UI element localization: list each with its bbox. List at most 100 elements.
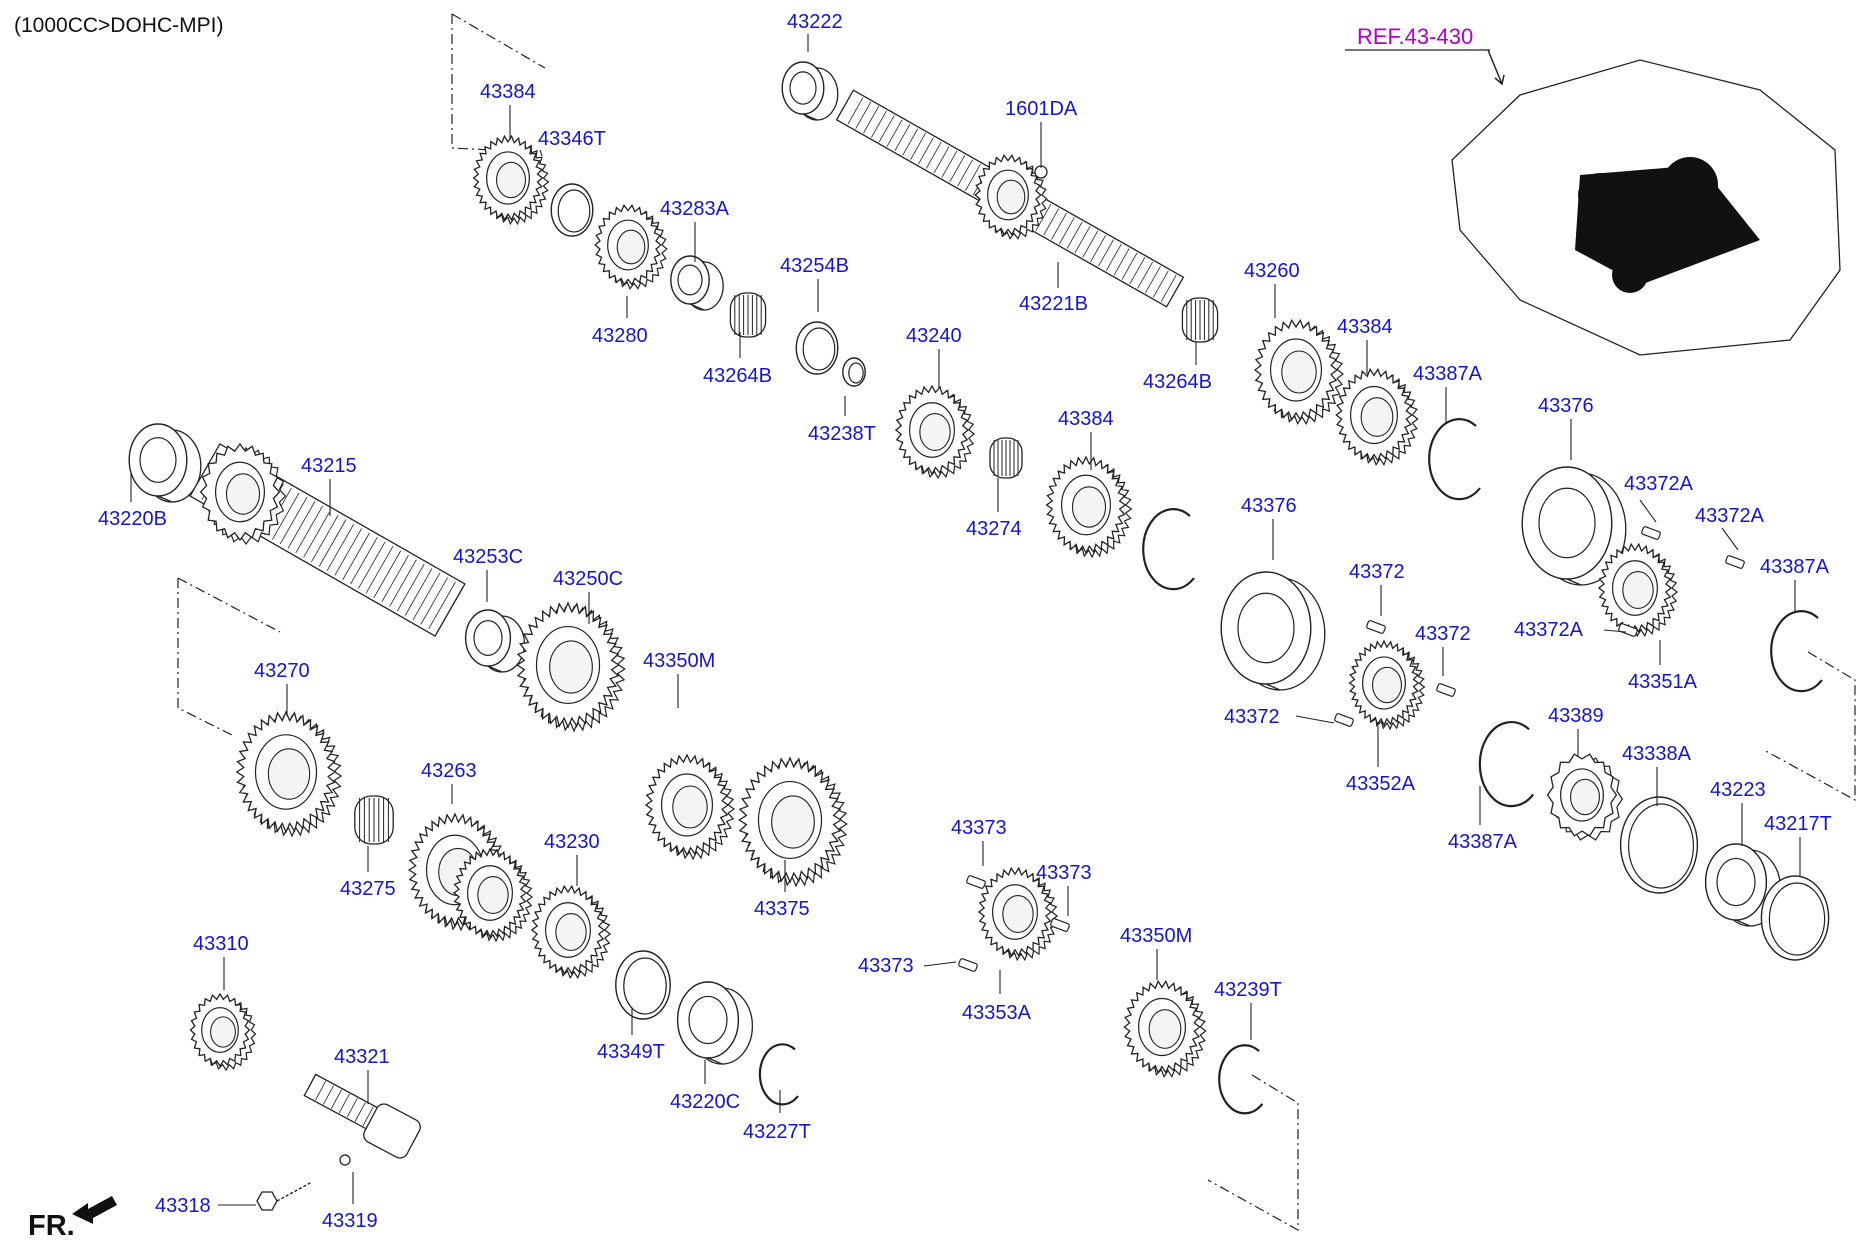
part-label-43350m[interactable]: 43350M: [1120, 925, 1192, 947]
part-label-43372a[interactable]: 43372A: [1514, 619, 1584, 641]
part-label-43353a[interactable]: 43353A: [962, 1002, 1032, 1024]
washer-43349t: [615, 950, 671, 1020]
thrust-washer-43254b: [795, 321, 839, 375]
leader-lines: [130, 34, 1801, 1206]
key-43372a-a: [1641, 526, 1661, 540]
part-label-43387a[interactable]: 43387A: [1448, 831, 1518, 853]
part-label-43376[interactable]: 43376: [1241, 495, 1297, 517]
dash-guide-mid-2: [177, 577, 281, 633]
gear-43260: [1253, 318, 1344, 426]
shim-43338a: [1619, 796, 1699, 894]
part-label-43372[interactable]: 43372: [1415, 623, 1471, 645]
key-43373-b: [1050, 918, 1070, 932]
part-label-43373[interactable]: 43373: [858, 955, 914, 977]
component-drawings: [72, 13, 1856, 1232]
part-label-43384[interactable]: 43384: [1337, 316, 1393, 338]
part-label-43239t[interactable]: 43239T: [1214, 979, 1282, 1001]
part-label-43338a[interactable]: 43338A: [1622, 743, 1692, 765]
gear-43240: [894, 384, 976, 480]
dash-guide-mid: [177, 578, 233, 736]
gear-43270: [235, 710, 343, 838]
bearing-43222: [781, 61, 839, 121]
part-label-43384[interactable]: 43384: [480, 81, 536, 103]
part-label-43387a[interactable]: 43387A: [1413, 363, 1483, 385]
synchro-ring-43384-b: [1045, 455, 1133, 559]
gear-43375: [737, 756, 848, 888]
part-label-43372a[interactable]: 43372A: [1624, 473, 1694, 495]
synchro-ring-43350m-a: [644, 753, 736, 861]
part-label-43221b[interactable]: 43221B: [1019, 293, 1088, 315]
part-label-43389[interactable]: 43389: [1548, 705, 1604, 727]
front-direction-label: FR.: [28, 1210, 75, 1242]
hub-43353a: [977, 866, 1059, 962]
part-label-43310[interactable]: 43310: [193, 933, 249, 955]
part-label-43351a[interactable]: 43351A: [1628, 671, 1698, 693]
part-label-43372[interactable]: 43372: [1349, 561, 1405, 583]
dash-guide-right: [1763, 651, 1856, 802]
part-label-43264b[interactable]: 43264B: [1143, 371, 1212, 393]
collar-43283a: [670, 255, 724, 311]
part-label-43318[interactable]: 43318: [155, 1195, 211, 1217]
snap-ring-43387a-a: [1142, 508, 1195, 591]
part-label-43227t[interactable]: 43227T: [743, 1121, 811, 1143]
part-label-43373[interactable]: 43373: [1036, 862, 1092, 884]
dash-guide-top-2: [451, 13, 546, 69]
part-label-43220b[interactable]: 43220B: [98, 508, 167, 530]
washer-43217t: [1760, 875, 1830, 961]
key-43372-c: [1334, 713, 1354, 727]
leader-43346t: [539, 149, 543, 157]
part-label-43270[interactable]: 43270: [254, 660, 310, 682]
part-label-43274[interactable]: 43274: [966, 518, 1022, 540]
part-label-43384[interactable]: 43384: [1058, 408, 1114, 430]
bolt-43318-thread: [276, 1181, 313, 1202]
part-label-43350m[interactable]: 43350M: [643, 650, 715, 672]
part-label-43223[interactable]: 43223: [1710, 779, 1766, 801]
part-label-43222[interactable]: 43222: [787, 11, 843, 33]
key-43372-a: [1366, 620, 1386, 634]
part-label-43238t[interactable]: 43238T: [808, 423, 876, 445]
shaft-43321-end: [363, 1103, 421, 1159]
part-label-43250c[interactable]: 43250C: [553, 568, 623, 590]
part-label-43253c[interactable]: 43253C: [453, 546, 523, 568]
part-label-43387a[interactable]: 43387A: [1760, 556, 1830, 578]
needle-bearing-43274: [989, 437, 1023, 479]
part-label-43220c[interactable]: 43220C: [670, 1091, 740, 1113]
part-label-43264b[interactable]: 43264B: [703, 365, 772, 387]
gear-43230: [530, 884, 612, 980]
part-label-43375[interactable]: 43375: [754, 898, 810, 920]
reference-link[interactable]: REF.43-430: [1357, 24, 1474, 49]
front-direction-arrow: [72, 1196, 117, 1224]
part-label-43283a[interactable]: 43283A: [660, 198, 730, 220]
key-43372a-b: [1725, 555, 1745, 569]
part-label-43372a[interactable]: 43372A: [1695, 505, 1765, 527]
gear-43310: [189, 992, 257, 1072]
part-label-43349t[interactable]: 43349T: [597, 1041, 665, 1063]
part-label-43240[interactable]: 43240: [906, 325, 962, 347]
part-label-43215[interactable]: 43215: [301, 455, 357, 477]
key-43373-c: [958, 958, 978, 972]
part-label-43352a[interactable]: 43352A: [1346, 773, 1416, 795]
part-label-43376[interactable]: 43376: [1538, 395, 1594, 417]
part-label-1601da[interactable]: 1601DA: [1005, 98, 1078, 120]
gear-43263-b: [452, 847, 534, 943]
part-label-43217t[interactable]: 43217T: [1764, 813, 1832, 835]
part-label-43319[interactable]: 43319: [322, 1210, 378, 1232]
dash-guide-top: [451, 14, 493, 151]
part-label-43280[interactable]: 43280: [592, 325, 648, 347]
key-43372-b: [1436, 683, 1456, 697]
part-label-43275[interactable]: 43275: [340, 878, 396, 900]
part-label-43260[interactable]: 43260: [1244, 260, 1300, 282]
sleeve-43376-outer: [1220, 571, 1326, 691]
part-label-43321[interactable]: 43321: [334, 1046, 390, 1068]
part-label-43372[interactable]: 43372: [1224, 706, 1280, 728]
part-label-43230[interactable]: 43230: [544, 831, 600, 853]
part-label-43254b[interactable]: 43254B: [780, 255, 849, 277]
part-label-43373[interactable]: 43373: [951, 817, 1007, 839]
part-label-43346t[interactable]: 43346T: [538, 128, 606, 150]
plate-43389: [1546, 753, 1624, 841]
sleeve-43376-b: [1521, 466, 1627, 586]
washer-43238t: [842, 357, 866, 387]
part-label-43263[interactable]: 43263: [421, 760, 477, 782]
transmission-housing-reference: [1451, 59, 1841, 356]
